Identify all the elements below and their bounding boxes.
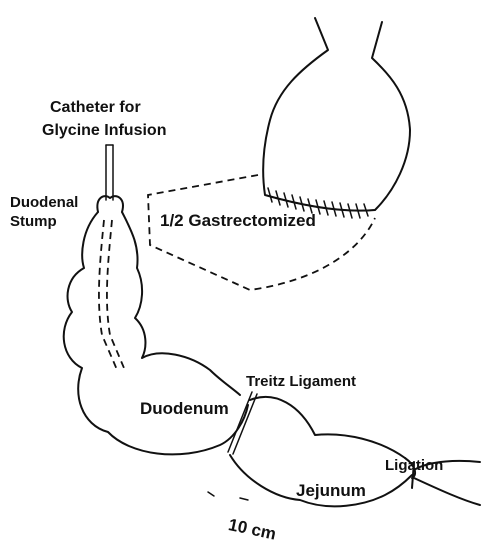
removed-stomach-outline [148,175,375,290]
catheter-tube [106,145,113,200]
catheter-label-line-1: Catheter for [50,99,141,116]
duodenum-label: Duodenum [140,399,229,418]
distance-mark [208,492,248,500]
intraluminal-catheter [99,220,124,372]
duodenal-stump-label-line-2: Stump [10,213,57,230]
distance-label: 10 cm [227,515,278,544]
stomach-outline [263,18,410,211]
duodenal-stump-label-line-1: Duodenal [10,194,78,211]
treitz-ligament-label: Treitz Ligament [246,373,356,390]
catheter-label-line-2: Glycine Infusion [42,122,166,139]
ligation-label: Ligation [385,457,443,474]
gastrectomized-label: 1/2 Gastrectomized [160,211,316,230]
duodenal-stump [97,196,123,212]
jejunum-label: Jejunum [296,481,366,500]
